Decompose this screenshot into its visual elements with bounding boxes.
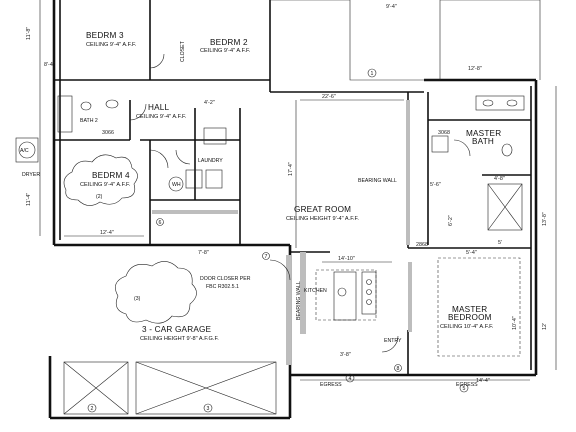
- mark-4: 4: [349, 376, 352, 382]
- dim-master-closet: 5'-4": [466, 250, 477, 256]
- dim-hall-west: 8'-4": [44, 62, 55, 68]
- dim-hall: 4'-2": [204, 100, 215, 106]
- bedrm4-ceiling: CEILING 9'-4" A.F.F.: [80, 182, 131, 188]
- door-closer-ref: FBC R302.5.1: [206, 284, 239, 290]
- dim-top: 9'-4": [386, 4, 397, 10]
- dim-master-5: 5': [498, 240, 502, 246]
- dim-laundry: 7'-8": [198, 250, 209, 256]
- dryer-label: DRYER: [22, 172, 40, 178]
- dim-master-12: 12': [542, 323, 548, 330]
- mark-8: 8: [397, 366, 400, 372]
- dim-bedrm4-depth: 11'-4": [26, 193, 32, 206]
- door-closer-note: DOOR CLOSER PER: [200, 276, 251, 282]
- master-bedroom-ceiling: CEILING 10'-4" A.F.F.: [440, 324, 494, 330]
- bedrm4-tag: (2): [96, 194, 103, 200]
- revision-clouds: [63, 154, 197, 324]
- mark-1: 1: [371, 71, 374, 77]
- door-swings: [129, 53, 471, 353]
- hatched-walls: [152, 100, 412, 365]
- dim-master-hall: 6'-2": [448, 215, 454, 226]
- ac-unit: [15, 137, 39, 163]
- dim-master-4-8: 4'-8": [494, 176, 505, 182]
- laundry-fixtures: [168, 127, 227, 192]
- dim-kitchen-entry: 3'-8": [340, 352, 351, 358]
- kitchen-fixtures: [333, 271, 377, 321]
- mark-7: 7: [265, 254, 268, 260]
- dim-bedrm3-depth: 11'-8": [26, 27, 32, 40]
- bath2-label: BATH 2: [80, 118, 98, 124]
- kitchen-label: KITCHEN: [304, 288, 327, 294]
- bedrm2-ceiling: CEILING 9'-4" A.F.F.: [200, 48, 251, 54]
- dim-wic: 5'-6": [430, 182, 441, 188]
- master-bath-label: MASTER: [466, 129, 501, 138]
- dim-kitchen-width: 14'-10": [338, 256, 355, 262]
- dim-great-room-width: 22'-6": [322, 94, 336, 100]
- dim-master-ceiling: 10'-4": [512, 316, 518, 330]
- closet-label: CLOSET: [180, 40, 186, 62]
- wh-label: WH: [172, 182, 181, 188]
- dim-great-room-depth: 17'-4": [288, 162, 294, 176]
- dimension-lines: [39, 0, 557, 381]
- mark-6: 6: [159, 220, 162, 226]
- master-bath-label-2: BATH: [472, 137, 494, 146]
- mark-2: 2: [91, 406, 94, 412]
- callout-marks: [87, 68, 469, 413]
- laundry-label: LAUNDRY: [198, 158, 223, 164]
- bedrm3-label: BEDRM 3: [86, 31, 124, 40]
- mark-3: 3: [207, 406, 210, 412]
- bedrm2-label: BEDRM 2: [210, 38, 248, 47]
- master-bedroom-label: MASTER: [452, 305, 487, 314]
- ac-label: A/C: [20, 148, 29, 154]
- entry-label: ENTRY: [384, 338, 402, 344]
- bath-fixtures: [57, 95, 525, 231]
- door-size-closet: 2868: [416, 242, 428, 248]
- hall-ceiling: CEILING 9'-4" A.F.F.: [136, 114, 187, 120]
- mark-5: 5: [463, 386, 466, 392]
- hall-label: HALL: [148, 103, 170, 112]
- bedrm4-label: BEDRM 4: [92, 171, 130, 180]
- door-size-master: 3068: [438, 130, 450, 136]
- garage-tag: (3): [134, 296, 141, 302]
- egress-label-2: EGRESS: [456, 382, 478, 388]
- dim-master-south: 14'-4": [476, 378, 490, 384]
- dim-bedrm4-width: 12'-4": [100, 230, 114, 236]
- dim-master-bath: 12'-8": [468, 66, 482, 72]
- egress-label-1: EGRESS: [320, 382, 342, 388]
- ceiling-outlines: [315, 257, 521, 357]
- great-room-label: GREAT ROOM: [294, 205, 351, 214]
- garage-label: 3 - CAR GARAGE: [142, 325, 212, 334]
- door-size-bath2: 3066: [102, 130, 114, 136]
- garage-doors: [63, 361, 277, 415]
- garage-ceiling: CEILING HEIGHT 9'-8" A.F.G.F.: [140, 336, 219, 342]
- great-room-ceiling: CEILING HEIGHT 9'-4" A.F.F.: [286, 216, 359, 222]
- exterior-walls: [48, 0, 538, 420]
- bearing-wall-note: BEARING WALL: [358, 178, 397, 184]
- bedrm3-ceiling: CEILING 9'-4" A.F.F.: [86, 42, 137, 48]
- dim-master-depth: 13'-8": [542, 212, 548, 226]
- master-bedroom-label-2: BEDROOM: [448, 313, 492, 322]
- bearing-wall-kitchen-note: BEARING WALL: [296, 281, 302, 320]
